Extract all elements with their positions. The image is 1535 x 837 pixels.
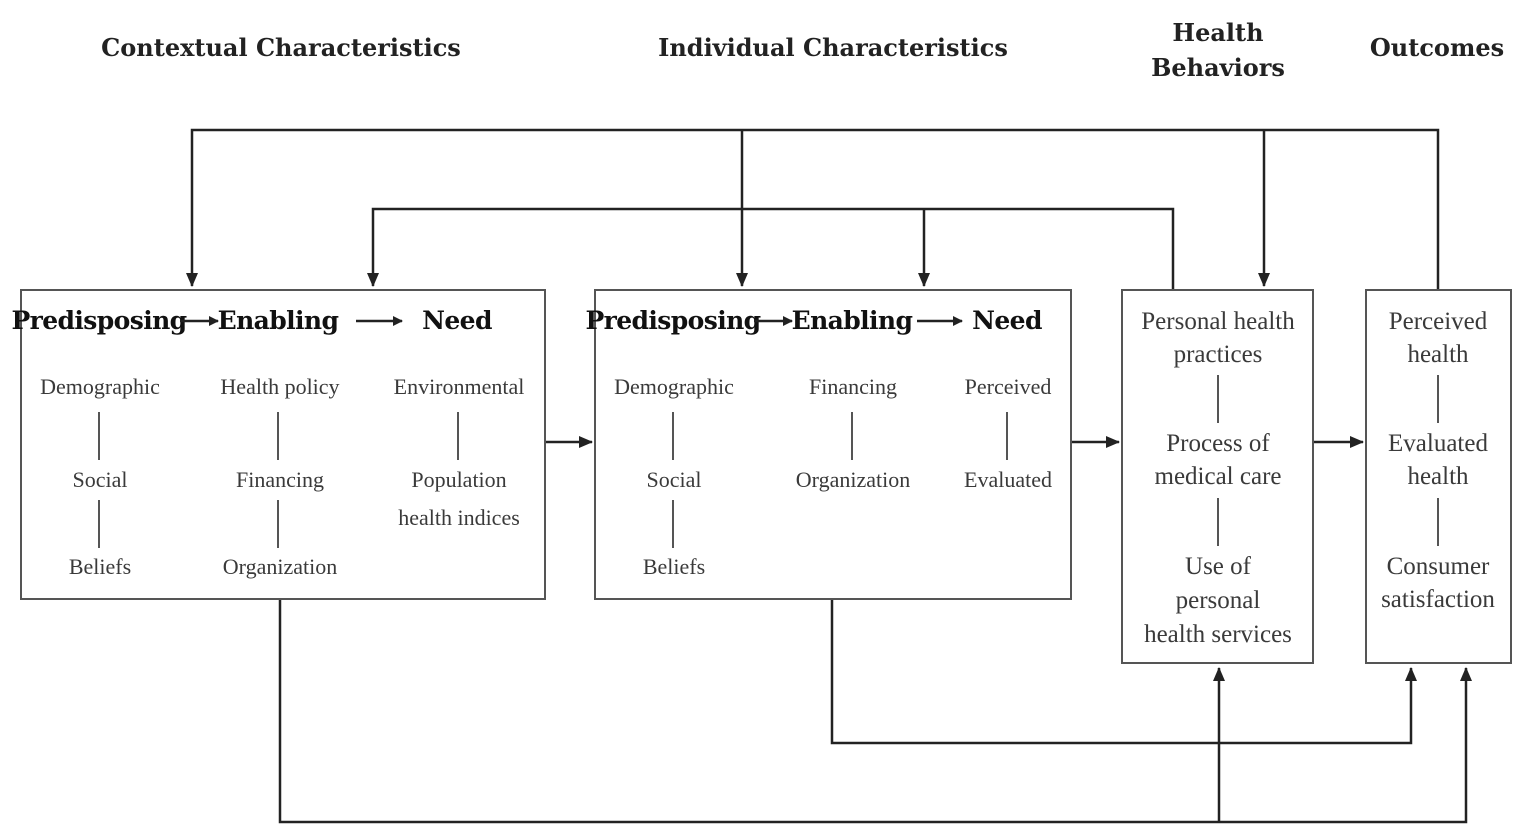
health-behaviors-text-line: Process of	[1166, 430, 1270, 457]
outcomes-text-line: Evaluated	[1388, 430, 1488, 457]
contextual-enabling-item: Financing	[236, 467, 324, 492]
health-behaviors-text-line: personal	[1176, 587, 1261, 614]
individual-characteristics-box: Predisposing Enabling Need Demographic S…	[585, 289, 1072, 600]
individual-enabling-label: Enabling	[792, 306, 913, 335]
individual-enabling-item: Organization	[796, 467, 910, 492]
header-contextual-characteristics: Contextual Characteristics	[101, 33, 461, 62]
health-behaviors-text-line: Use of	[1185, 553, 1252, 580]
contextual-to-outcomes-line	[278, 599, 1472, 824]
individual-predisposing-label: Predisposing	[585, 306, 760, 335]
outcomes-text-line: satisfaction	[1381, 586, 1495, 613]
health-behaviors-box-frame	[1121, 289, 1314, 664]
outcomes-box: Perceived health Evaluated health Consum…	[1365, 289, 1512, 664]
connectors-bottom	[278, 599, 1472, 824]
health-behaviors-box: Personal health practices Process of med…	[1121, 289, 1314, 664]
outer-feedback-line	[186, 128, 1440, 290]
outcomes-text-line: Consumer	[1387, 553, 1490, 580]
contextual-need-item: Population	[411, 467, 506, 492]
outcomes-text-line: Perceived	[1389, 308, 1488, 335]
header-health-behaviors-line1: Health	[1172, 18, 1263, 47]
contextual-need-item: Environmental	[394, 374, 525, 399]
contextual-predisposing-item: Demographic	[40, 374, 160, 399]
outcomes-text-line: health	[1407, 463, 1469, 490]
individual-box-frame	[594, 289, 1072, 600]
contextual-box-frame	[20, 289, 546, 600]
health-behaviors-text-line: Personal health	[1141, 308, 1295, 335]
header-outcomes: Outcomes	[1370, 33, 1504, 62]
contextual-need-label: Need	[422, 306, 492, 335]
contextual-enabling-item: Organization	[223, 554, 337, 579]
individual-predisposing-item: Social	[647, 467, 702, 492]
contextual-characteristics-box: Predisposing Enabling Need Demographic S…	[11, 289, 546, 600]
outcomes-box-frame	[1365, 289, 1512, 664]
inner-feedback-line	[367, 207, 1175, 290]
individual-need-label: Need	[972, 306, 1042, 335]
contextual-need-item: health indices	[398, 505, 520, 530]
individual-enabling-item: Financing	[809, 374, 897, 399]
individual-predisposing-item: Demographic	[614, 374, 734, 399]
individual-need-item: Perceived	[965, 374, 1052, 399]
contextual-enabling-label: Enabling	[218, 306, 339, 335]
header-health-behaviors-line2: Behaviors	[1151, 53, 1285, 82]
contextual-predisposing-item: Social	[73, 467, 128, 492]
individual-to-outcomes-line	[830, 599, 1417, 745]
individual-need-item: Evaluated	[964, 467, 1052, 492]
contextual-predisposing-item: Beliefs	[69, 554, 131, 579]
contextual-predisposing-label: Predisposing	[11, 306, 186, 335]
health-behaviors-text-line: medical care	[1155, 463, 1282, 490]
health-behaviors-text-line: practices	[1174, 341, 1263, 368]
feedback-loops-top	[186, 128, 1440, 290]
individual-predisposing-item: Beliefs	[643, 554, 705, 579]
header-individual-characteristics: Individual Characteristics	[658, 33, 1008, 62]
outcomes-text-line: health	[1407, 341, 1469, 368]
contextual-enabling-item: Health policy	[220, 374, 339, 399]
health-behaviors-text-line: health services	[1144, 621, 1292, 648]
